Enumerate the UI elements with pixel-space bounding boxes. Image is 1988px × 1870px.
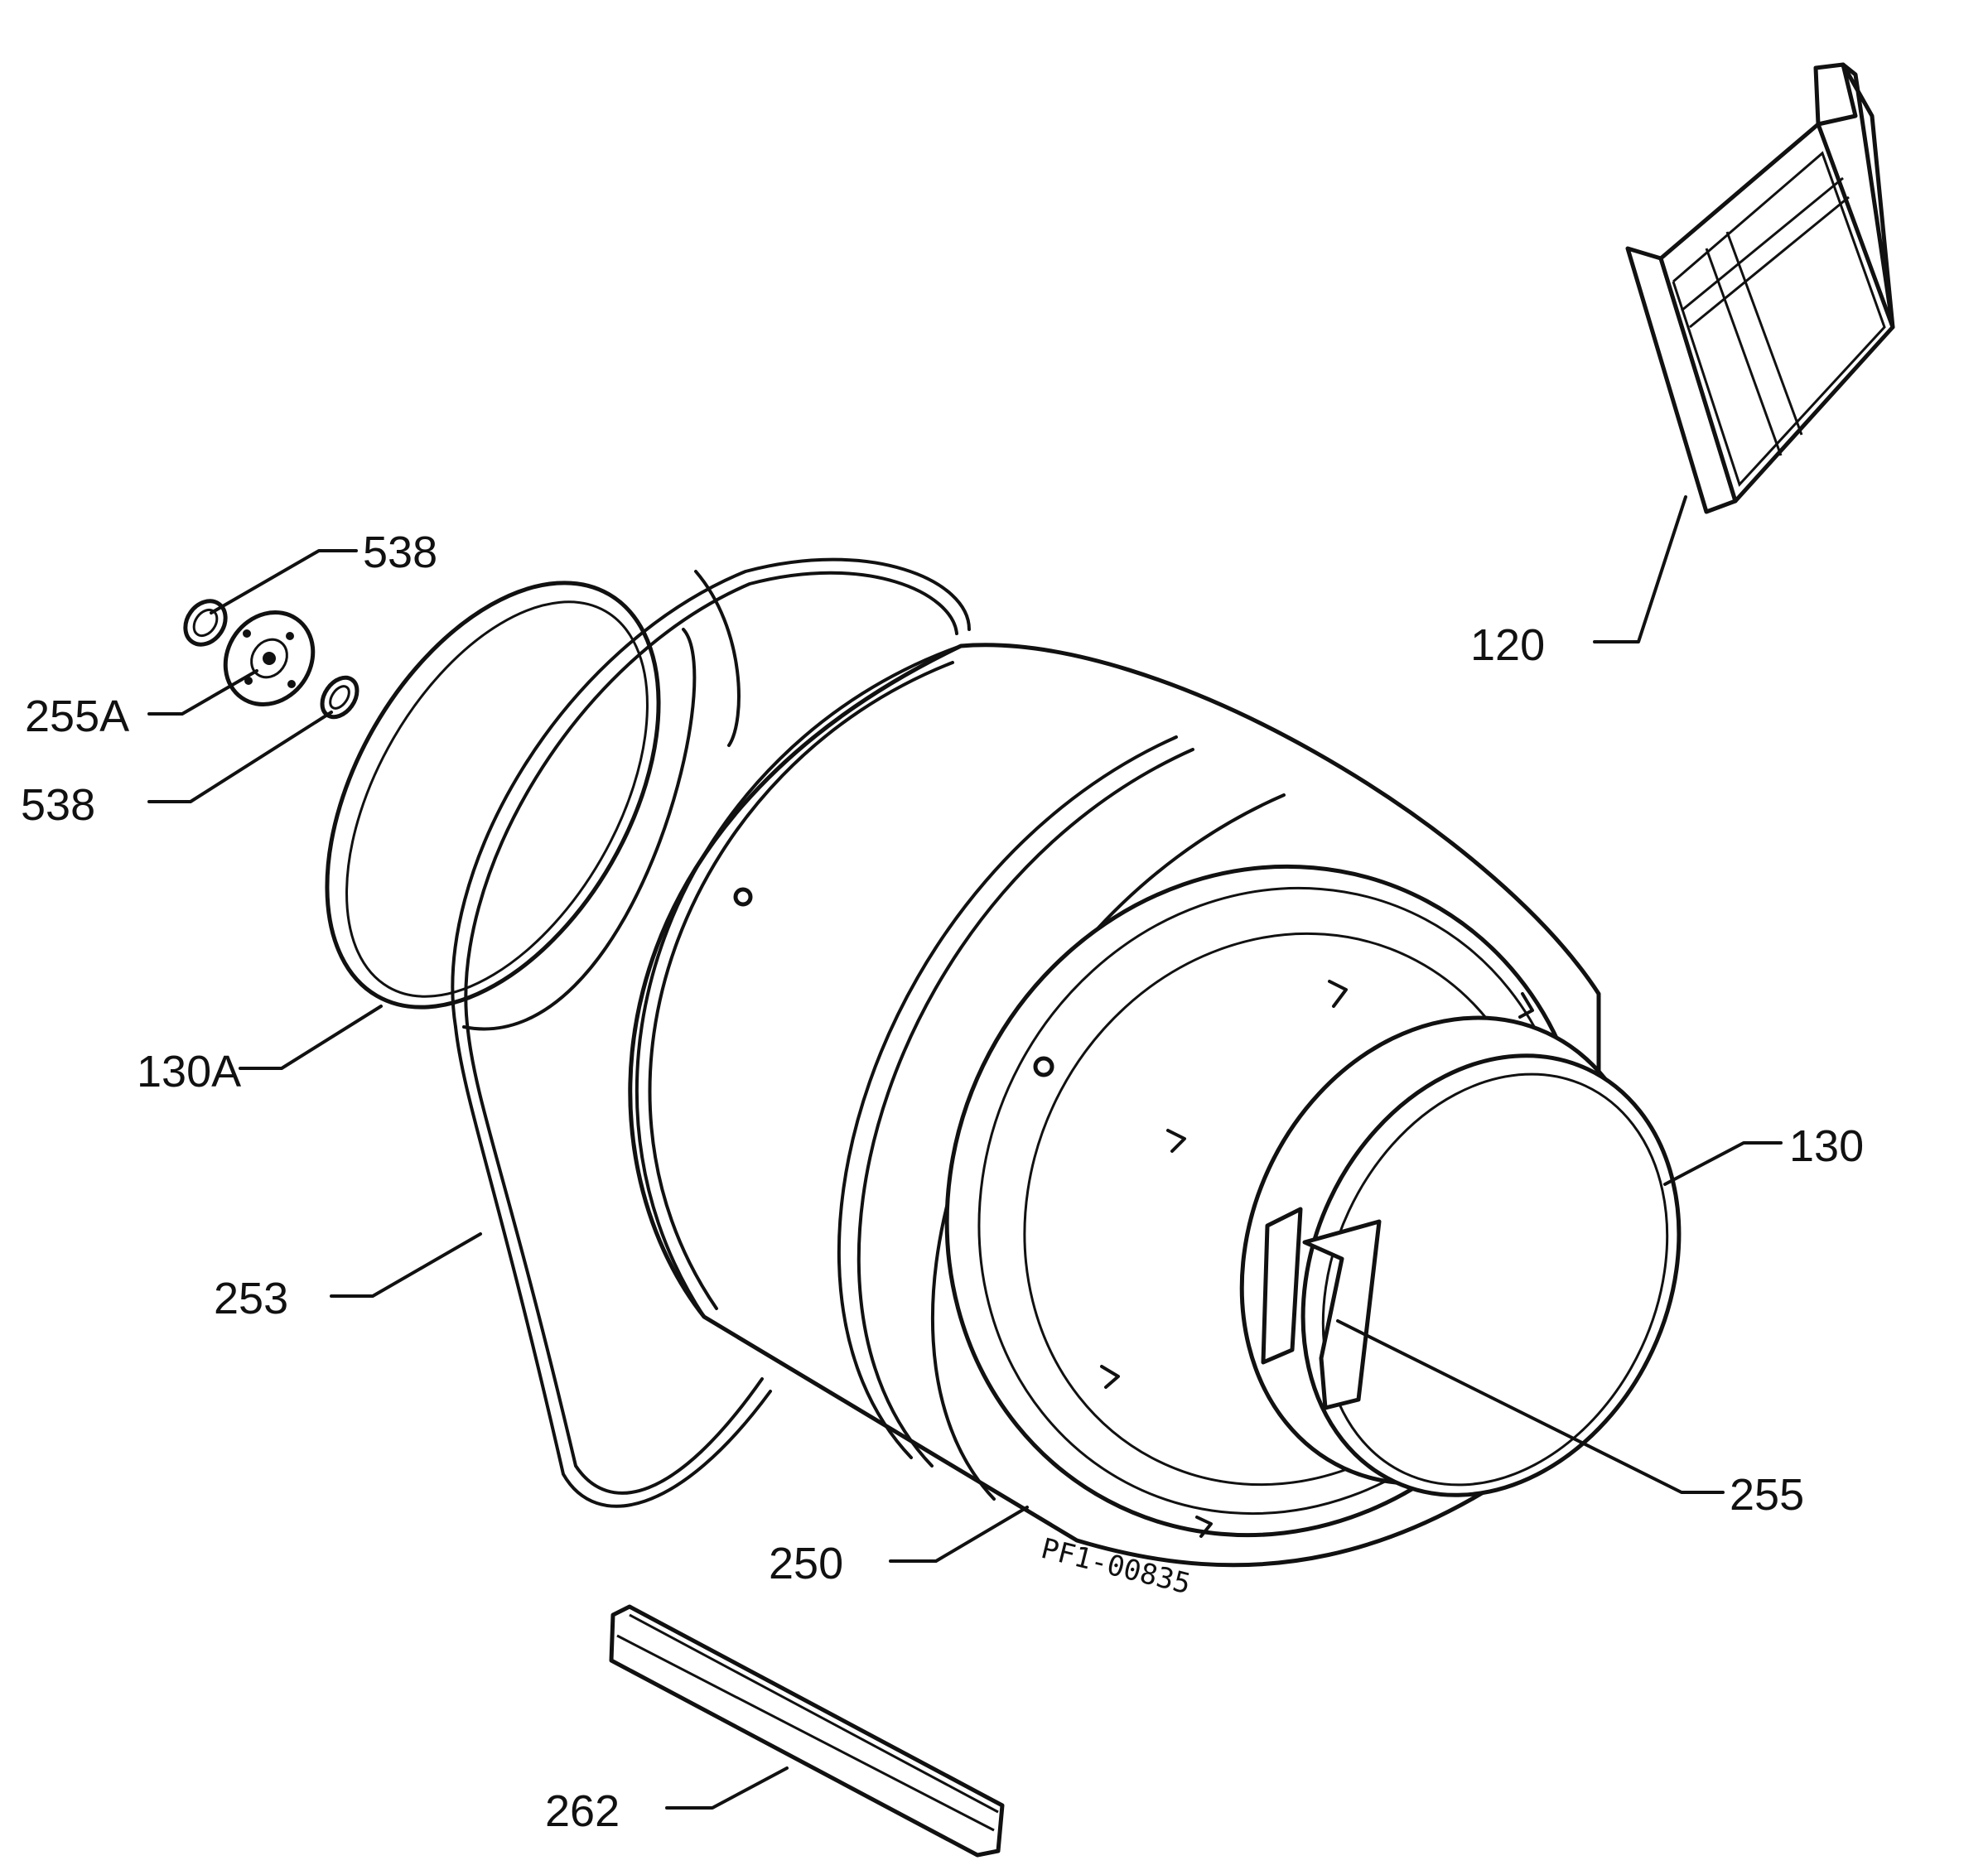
leader-120 [1593,495,1687,643]
leader-lines [147,495,1783,1810]
label-255: 255 [1730,1470,1804,1520]
drive-belt-part [451,557,971,1508]
leader-262 [665,1766,789,1810]
leader-538-bottom [147,711,333,803]
lint-filter-part [1625,62,1895,514]
support-bar-part [609,1604,1005,1858]
front-seal-part [1239,1015,1682,1497]
label-253: 253 [214,1274,288,1323]
leader-250 [889,1506,1029,1563]
leader-538-top [210,549,358,614]
leader-130a [239,1005,383,1070]
label-120: 120 [1470,620,1545,670]
leader-255 [1336,1319,1725,1494]
label-130a: 130A [137,1047,241,1096]
label-538-top: 538 [363,528,437,577]
leader-130 [1663,1141,1783,1186]
label-130: 130 [1789,1121,1864,1171]
leader-253 [330,1232,482,1298]
label-262: 262 [545,1786,620,1836]
label-255a: 255A [25,692,129,741]
leader-255a [147,669,258,716]
bearing-assembly-part [183,599,359,720]
label-538-bottom: 538 [21,780,95,830]
rear-seal-part [325,581,661,1010]
label-250: 250 [769,1539,843,1588]
